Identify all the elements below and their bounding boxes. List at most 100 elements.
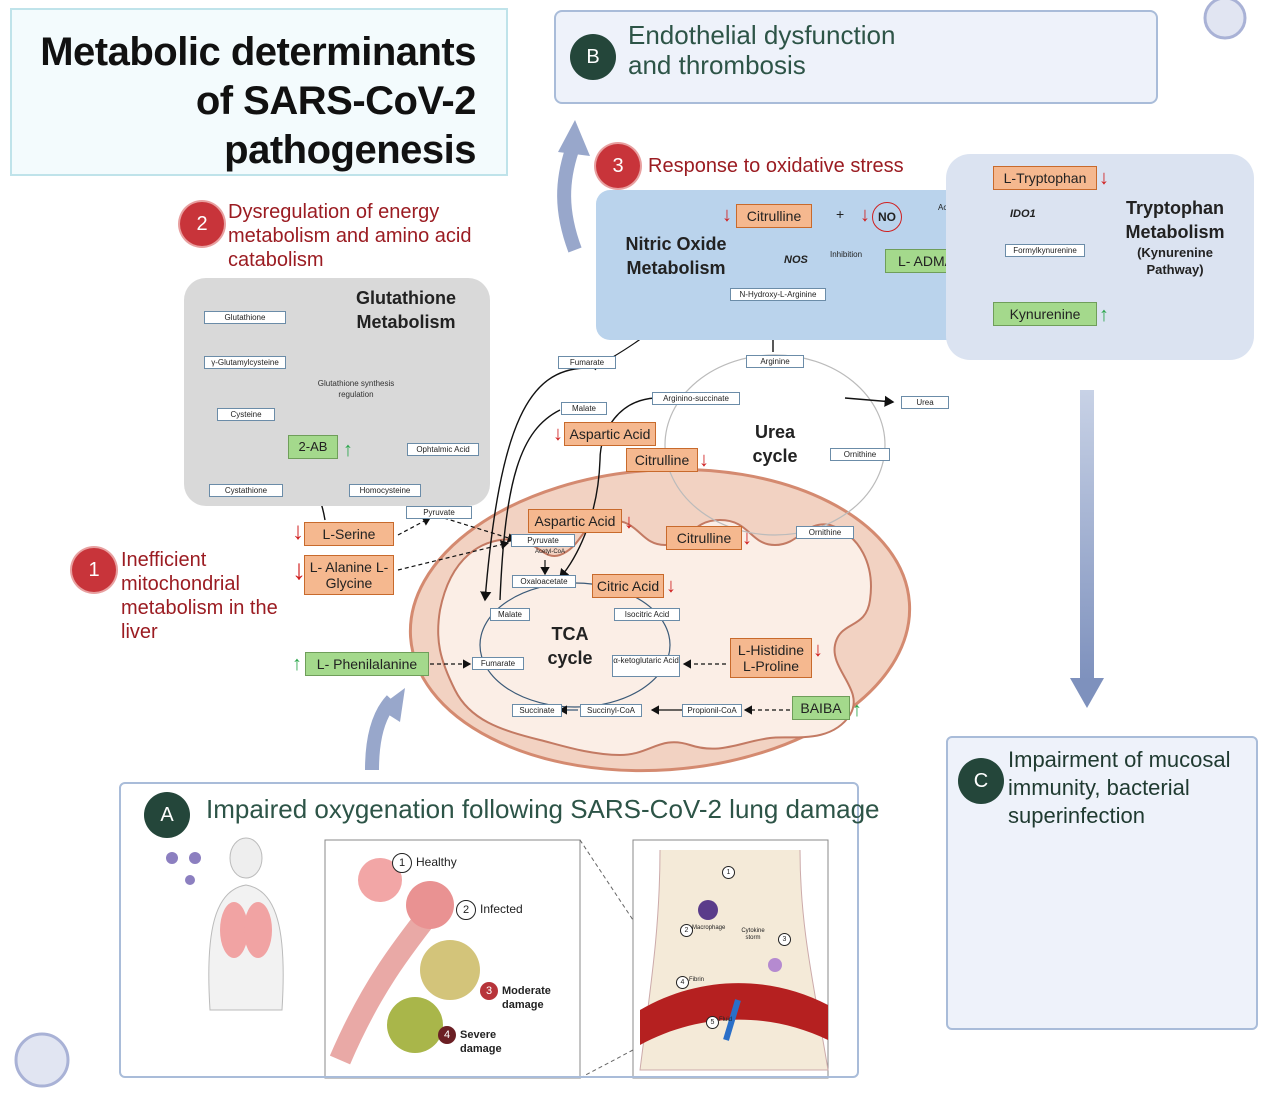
heading-3-number: 3: [596, 144, 640, 188]
nitric-oxide-title: Nitric Oxide Metabolism: [625, 234, 727, 278]
n-hydroxy-arginine-node: N-Hydroxy-L-Arginine: [730, 288, 826, 301]
lung-stage-2-number: 2: [456, 900, 476, 920]
panel-b-title: Endothelial dysfunction and thrombosis: [628, 20, 896, 80]
panel-c-letter: C: [958, 758, 1004, 804]
lung-stage-4-label: Severe damage: [460, 1029, 502, 1055]
heading-3-text: Response to oxidative stress: [648, 155, 904, 177]
aspartic2-down-arrow: ↓: [624, 511, 634, 533]
alveolus-step-1: 1: [722, 866, 735, 879]
ornithine-node: Ornithine: [830, 448, 890, 461]
pyruvate-outer-node: Pyruvate: [406, 506, 472, 519]
citrulline-no-down-arrow: ↓: [722, 204, 732, 226]
ornithine-node-2: Ornithine: [796, 526, 854, 539]
nos-label: NOS: [784, 254, 808, 266]
l-serine-node: L-Serine: [304, 522, 394, 546]
gamma-glutamylcysteine-node: γ-Glutamylcysteine: [204, 356, 286, 369]
panel-b-letter: B: [570, 34, 616, 80]
cysteine-node: Cysteine: [217, 408, 275, 421]
heading-1-number: 1: [72, 548, 116, 592]
l-tryptophan-node: L-Tryptophan: [993, 166, 1097, 190]
phenylalanine-up-arrow: ↑: [292, 653, 302, 675]
panel-a-title: Impaired oxygenation following SARS-CoV-…: [206, 794, 880, 824]
urea-cycle-title: Urea cycle: [752, 422, 798, 466]
cystathione-node: Cystathione: [209, 484, 283, 497]
pyruvate-node: Pyruvate: [511, 534, 575, 547]
alanine-down-arrow: ↓: [292, 554, 306, 585]
histidine-proline-node: L-Histidine L-Proline: [730, 638, 812, 678]
2ab-up-arrow: ↑: [343, 439, 353, 461]
macrophage-label: Macrophage: [692, 925, 726, 931]
lung-stage-1-number: 1: [392, 853, 412, 873]
lung-stage-4-number: 4: [438, 1026, 456, 1044]
ido1-label: IDO1: [1010, 208, 1036, 220]
isocitric-acid-node: Isocitric Acid: [614, 608, 680, 621]
citrulline-urea-node: Citrulline: [626, 448, 698, 472]
urea-node: Urea: [901, 396, 949, 409]
tryptophan-subtitle: (Kynurenine Pathway): [1137, 245, 1213, 277]
propionil-coa-node: Propionil-CoA: [682, 704, 742, 717]
l-tryptophan-down-arrow: ↓: [1099, 167, 1109, 189]
aspartic-acid-node-2: Aspartic Acid: [528, 509, 622, 533]
fibrin-label: Fibrin: [689, 977, 705, 983]
citric-acid-node: Citric Acid: [592, 574, 664, 598]
panel-b: B Endothelial dysfunction and thrombosis: [554, 10, 1158, 104]
citrulline-urea-down-arrow: ↓: [699, 449, 709, 471]
kynurenine-up-arrow: ↑: [1099, 304, 1109, 326]
ophtalmic-acid-node: Ophtalmic Acid: [407, 443, 479, 456]
panel-a: [119, 782, 859, 1078]
lung-stage-1-label: Healthy: [416, 855, 457, 869]
histidine-down-arrow: ↓: [813, 639, 823, 661]
lung-stage-3-number: 3: [480, 982, 498, 1000]
glutathione-title: Glutathione Metabolism: [356, 288, 456, 332]
serine-down-arrow: ↓: [292, 518, 304, 545]
fumarate-urea-node: Fumarate: [558, 356, 616, 369]
kynurenine-node: Kynurenine: [993, 302, 1097, 326]
tca-cycle-title: TCA cycle: [547, 624, 593, 668]
fumarate-tca-node: Fumarate: [472, 657, 524, 670]
malate-tca-node: Malate: [490, 608, 530, 621]
alveolus-step-5: 5: [706, 1016, 719, 1029]
succinate-node: Succinate: [512, 704, 562, 717]
heading-2-number: 2: [180, 202, 224, 246]
lung-stage-3-label: Moderate damage: [502, 985, 551, 1011]
heading-2-text: Dysregulation of energy metabolism and a…: [228, 201, 472, 271]
baiba-up-arrow: ↑: [852, 699, 862, 721]
oxaloacetate-node: Oxaloacetate: [512, 575, 576, 588]
aspartic-acid-node: Aspartic Acid: [564, 422, 656, 446]
lung-stage-2-label: Infected: [480, 902, 523, 916]
alpha-ketoglutaric-node: α-ketoglutaric Acid: [612, 655, 680, 677]
malate-urea-node: Malate: [561, 402, 607, 415]
title-box: Metabolic determinants of SARS-CoV-2 pat…: [10, 8, 508, 176]
cytokine-storm-label: Cytokine storm: [741, 928, 765, 941]
alanine-glycine-node: L- Alanine L-Glycine: [304, 555, 394, 595]
formylkynurenine-node: Formylkynurenine: [1005, 244, 1085, 257]
glutathione-regulation-label: Glutathione synthesis regulation: [317, 379, 395, 399]
arginine-node: Arginine: [746, 355, 804, 368]
alveolus-step-3: 3: [778, 933, 791, 946]
alveolus-step-2: 2: [680, 924, 693, 937]
succinyl-coa-node: Succinyl-CoA: [580, 704, 642, 717]
alveolus-step-4: 4: [676, 976, 689, 989]
citrulline2-down-arrow: ↓: [742, 527, 752, 549]
heading-1-text: Inefficient mitochondrial metabolism in …: [121, 549, 278, 643]
2ab-node: 2-AB: [288, 435, 338, 459]
acetylcoa-label: Acetyl-CoA: [535, 549, 566, 555]
citrulline-no-node: Citrulline: [736, 204, 812, 228]
page-title: Metabolic determinants of SARS-CoV-2 pat…: [40, 30, 476, 172]
glutathione-node: Glutathione: [204, 311, 286, 324]
inhibition-label: Inhibition: [830, 250, 863, 259]
tryptophan-title: Tryptophan Metabolism: [1125, 198, 1225, 242]
no-circle: NO: [872, 202, 902, 232]
citrulline-node-2: Citrulline: [666, 526, 742, 550]
panel-a-letter: A: [144, 792, 190, 838]
no-down-arrow: ↓: [860, 204, 870, 226]
argininosuccinate-node: Arginino-succinate: [652, 392, 740, 405]
phenylalanine-node: L- Phenilalanine: [305, 652, 429, 676]
plus-sign: +: [836, 206, 845, 222]
citric-down-arrow: ↓: [666, 575, 676, 597]
panel-c-title: Impairment of mucosal immunity, bacteria…: [1008, 747, 1231, 828]
baiba-node: BAIBA: [792, 696, 850, 720]
fluid-label: Fluid: [719, 1017, 733, 1023]
homocysteine-node: Homocysteine: [349, 484, 421, 497]
aspartic-down-arrow: ↓: [553, 423, 563, 445]
